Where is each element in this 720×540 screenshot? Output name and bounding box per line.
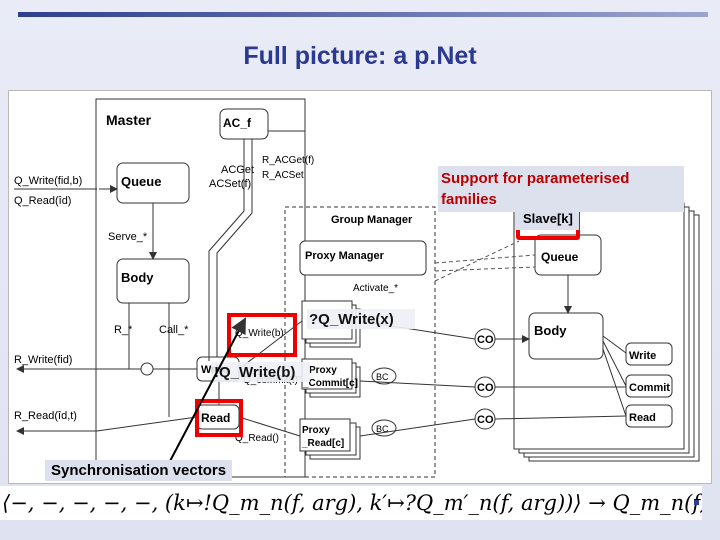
proxy-commit-label: _Commit[c] [302, 378, 358, 389]
proxy-commit-label-top: Proxy [309, 365, 337, 376]
pnet-figure: Master AC_f Queue Body Write Read Q_Writ… [8, 90, 712, 484]
pnet-diagram: Master AC_f Queue Body Write Read Q_Writ… [14, 98, 700, 478]
proxy-manager-box [299, 240, 427, 276]
bc-label-1: BC [376, 372, 389, 382]
slave-body-label: Body [534, 323, 567, 338]
master-body-label: Body [121, 270, 154, 285]
bc-label-2: BC [376, 424, 389, 434]
master-queue-label: Queue [121, 174, 161, 189]
proxy-manager-label: Proxy Manager [305, 250, 385, 262]
sync-arrow [168, 317, 246, 464]
slave-write-box [625, 342, 673, 366]
title-rule [18, 12, 708, 17]
r-acset-label: R_ACSet [262, 170, 304, 181]
ac-f-label: AC_f [223, 116, 252, 130]
q-read-id-label: Q_Read(îd) [14, 195, 71, 207]
activate-label: Activate_* [353, 283, 398, 294]
proxy-read-stack [299, 418, 361, 460]
highlight-q-write-b [227, 313, 297, 357]
slave-read-label: Read [629, 412, 656, 424]
slide-title: Full picture: a p.Net [243, 42, 477, 70]
annotation-parameterised-families: Support for parameterised families [438, 166, 684, 212]
co-label-3: CO [477, 414, 494, 426]
q-write-b-small-label: Q_Write(b) [235, 328, 284, 339]
group-manager-label: Group Manager [331, 214, 413, 226]
slave-commit-label: Commit [629, 382, 670, 394]
slave-queue-label: Queue [541, 250, 579, 264]
highlight-read [195, 399, 243, 437]
proxy-read-label: _Read[c] [301, 438, 344, 449]
r-acget-label: R_ACGet(f) [262, 155, 314, 166]
r-star-label: R_* [114, 324, 133, 336]
call-star-label: Call_* [159, 324, 189, 336]
serve-label: Serve_* [108, 231, 148, 243]
sync-vector-formula: ⟨−, −, −, −, −, (k↦!Q_m_n(f, arg), k′↦?Q… [0, 486, 702, 520]
slave-label: Slave[k] [523, 211, 573, 226]
q-write-x-label: ?Q_Write(x) [309, 311, 394, 328]
proxy-read-label-top: Proxy [302, 425, 330, 436]
r-read-label: R_Read(îd,t) [14, 410, 77, 422]
master-label: Master [106, 112, 152, 128]
co-label-2: CO [477, 382, 494, 394]
q-write-b-label: !Q_Write(b) [214, 364, 295, 381]
annotation-sync-vectors: Synchronisation vectors [45, 460, 233, 481]
slave-write-label: Write [629, 350, 656, 362]
acset-label: ACSet(f) [209, 178, 251, 190]
q-write-fid-label: Q_Write(fid,b) [14, 175, 82, 187]
acget-label: ACGet [221, 164, 254, 176]
proxy-commit-stack [301, 358, 361, 398]
r-write-label: R_Write(fid) [14, 354, 72, 366]
slide-bullet [694, 500, 699, 505]
q-read-small-label: Q_Read() [235, 433, 279, 444]
master-read-label: Read [201, 411, 230, 425]
co-label-1: CO [477, 334, 494, 346]
